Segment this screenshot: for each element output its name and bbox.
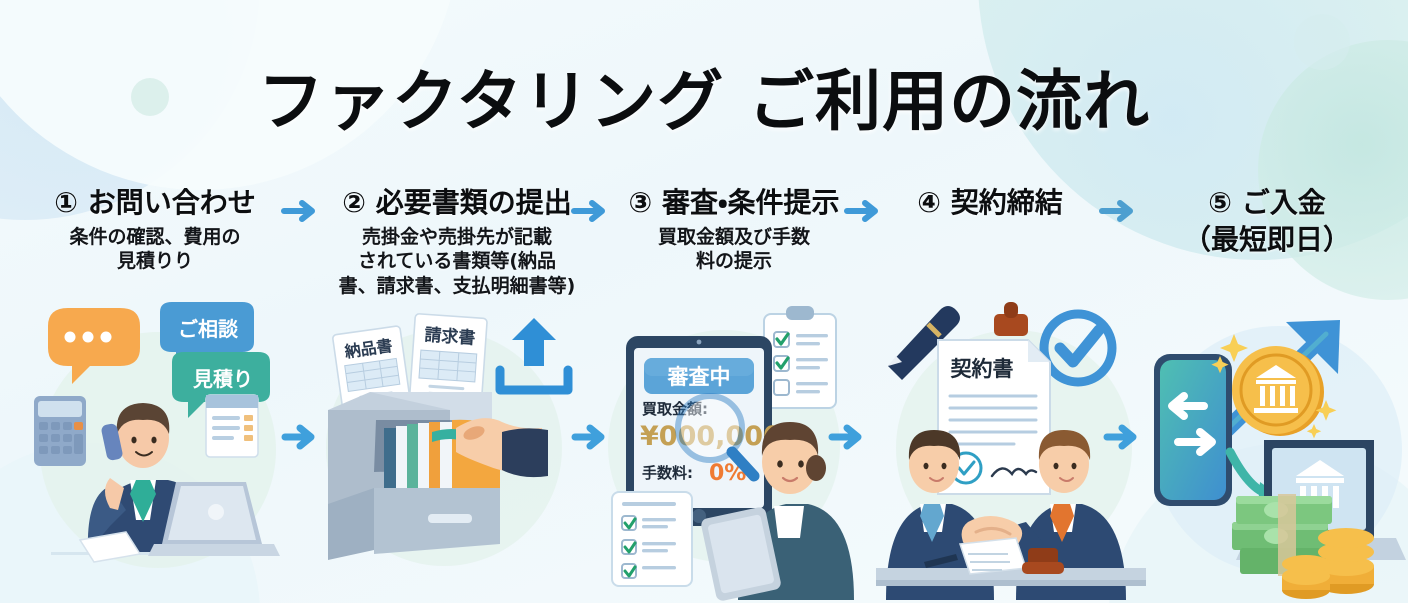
step-5-heading: ⑤ ご入金 （最短即日） [1152, 186, 1382, 256]
step-heading-row: ① お問い合わせ 条件の確認、費用の 見積りり ② 必要書類の提出 売掛金や売掛… [0, 186, 1408, 326]
flow-arrow-icon [281, 196, 322, 226]
step-2-title: ② 必要書類の提出 [312, 186, 602, 219]
step-2-subtitle-line: 書、請求書、支払明細書等) [338, 274, 576, 297]
upload-icon [495, 318, 573, 395]
step-2-number: ② [342, 186, 366, 219]
svg-text:ご相談: ご相談 [178, 317, 238, 341]
step-5-label-2: （最短即日） [1182, 223, 1351, 257]
step-2-subtitle-line: 売掛金や売掛先が記載 [361, 226, 552, 249]
step-5-illustration [1150, 300, 1406, 600]
step-5-title-line2: （最短即日） [1152, 223, 1382, 256]
flow-arrow-icon [1103, 420, 1141, 454]
magnifier-icon [675, 393, 760, 482]
step-2-illustration: 納品書 請求書 [316, 300, 574, 600]
gold-bank-coin-icon [1232, 346, 1324, 436]
step-1-illustration: ご相談 見積り [26, 300, 284, 600]
desk [876, 537, 1146, 586]
step-3-label: 審査・条件提示 [661, 186, 840, 219]
step-1-subtitle-line: 条件の確認、費用の [69, 226, 241, 249]
handheld-tablet [701, 507, 781, 601]
flow-arrow-icon [1099, 196, 1140, 226]
status-badge-screening: 審査中 [644, 358, 754, 394]
purchase-amount-label: 買取金額: [642, 400, 708, 418]
clipboard-checklist-icon [763, 306, 837, 409]
step-1-subtitle-line: 見積りり [116, 250, 193, 273]
check-circle-icon [1039, 309, 1117, 387]
pen-icon [888, 306, 960, 380]
step-5-highlight: （最短即日） [1178, 223, 1356, 257]
step-4-number: ④ [917, 186, 941, 219]
step-3-illustration: 審査中 買取金額: ¥000,000 手数料: 0% [604, 300, 866, 601]
step-1-label: お問い合わせ [87, 186, 256, 219]
step-5-number: ⑤ [1208, 186, 1232, 219]
step-3-title: ③ 審査・条件提示 [600, 186, 868, 219]
page-title: ファクタリング ご利用の流れ [257, 63, 1151, 140]
contract-document: 契約書 [937, 339, 1051, 495]
svg-text:請求書: 請求書 [424, 324, 476, 349]
step-4-title: ④ 契約締結 [888, 186, 1092, 219]
checklist-card [611, 491, 693, 587]
step-1-number: ① [54, 186, 78, 219]
calculator-icon [34, 396, 86, 466]
flow-arrow-icon [828, 420, 866, 454]
step-3-subtitle-line: 料の提示 [695, 250, 772, 273]
step-5-label: ご入金 [1241, 186, 1326, 219]
step-1-subtitle: 条件の確認、費用の 見積りり [30, 225, 280, 274]
fee-label: 手数料: [642, 464, 693, 482]
cabinet-drawer [328, 488, 500, 560]
step-2-label: 必要書類の提出 [375, 186, 572, 219]
flow-arrow-icon [571, 196, 612, 226]
svg-text:契約書: 契約書 [951, 357, 1014, 381]
step-2-heading: ② 必要書類の提出 売掛金や売掛先が記載 されている書類等(納品 書、請求書、支… [312, 186, 602, 298]
step-4-label: 契約締結 [950, 186, 1063, 219]
sparkle-icon [1211, 334, 1337, 439]
desk-paper-icon [78, 531, 142, 563]
smartphone-transfer [1154, 354, 1232, 506]
coin-stack-icon [1282, 528, 1374, 599]
consultation-bubble: ご相談 [160, 302, 254, 368]
speech-bubble-dots-icon [48, 308, 140, 384]
step-4-heading: ④ 契約締結 [888, 186, 1092, 219]
step-3-heading: ③ 審査・条件提示 買取金額及び手数 料の提示 [600, 186, 868, 274]
tablet-screen: 審査中 買取金額: ¥000,000 手数料: 0% [626, 336, 782, 526]
svg-text:見積り: 見積り [193, 367, 253, 391]
purchase-amount-value: ¥000,000 [640, 421, 782, 452]
svg-text:審査中: 審査中 [667, 365, 731, 389]
step-1-title: ① お問い合わせ [30, 186, 280, 219]
flow-arrow-icon [844, 196, 885, 226]
step-3-subtitle-line: 買取金額及び手数 [657, 226, 810, 249]
hand-icon [456, 418, 548, 478]
stamp-icon [994, 302, 1028, 336]
step-5-title: ⑤ ご入金 [1152, 186, 1382, 219]
laptop-icon [148, 482, 280, 556]
flow-arrow-icon [571, 420, 609, 454]
flow-arrow-icon [281, 420, 319, 454]
step-4-illustration: 契約書 [876, 300, 1146, 600]
step-2-subtitle: 売掛金や売掛先が記載 されている書類等(納品 書、請求書、支払明細書等) [312, 225, 602, 298]
quote-document-icon [205, 394, 259, 458]
step-1-heading: ① お問い合わせ 条件の確認、費用の 見積りり [30, 186, 280, 274]
step-3-subtitle: 買取金額及び手数 料の提示 [600, 225, 868, 274]
step-3-number: ③ [628, 186, 653, 219]
step-2-subtitle-line: されている書類等(納品 [357, 250, 557, 273]
